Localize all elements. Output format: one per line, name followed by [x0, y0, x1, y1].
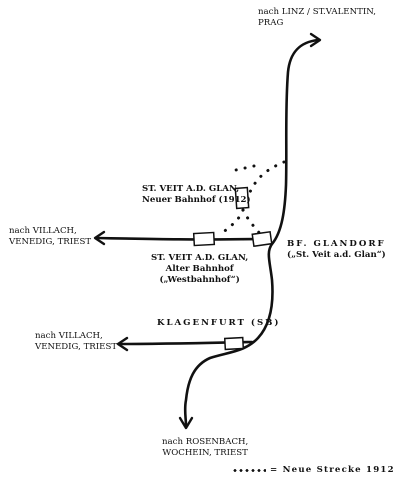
station-klagenfurt-label: KLAGENFURT (SB) — [157, 318, 281, 328]
legend-dotted-line-icon — [232, 468, 266, 472]
destination-north-label: nach LINZ / ST.VALENTIN, PRAG — [258, 7, 376, 28]
upper-west-line — [95, 236, 262, 241]
new-line-1912-toward-neuer-bahnhof — [220, 208, 245, 235]
station-glandorf-label: BF. GLANDORF („St. Veit a.d. Glan“) — [287, 239, 386, 260]
north-arrow — [309, 32, 322, 48]
destination-south-label: nach ROSENBACH, WOCHEIN, TRIEST — [162, 437, 249, 458]
station-st-veit-neu-marker — [234, 186, 250, 210]
destination-west-lower-label: nach VILLACH, VENEDIG, TRIEST — [35, 331, 118, 352]
lower-west-arrow — [116, 336, 129, 352]
destination-west-upper-label: nach VILLACH, VENEDIG, TRIEST — [9, 226, 92, 247]
upper-west-arrow — [93, 230, 106, 246]
main-line-north-south — [183, 38, 320, 428]
new-line-1912-to-glandorf — [241, 208, 264, 238]
station-st-veit-alt-label: ST. VEIT A.D. GLAN, Alter Bahnhof („West… — [151, 253, 249, 285]
south-arrow — [178, 416, 194, 430]
legend-text: = Neue Strecke 1912 — [270, 465, 395, 475]
station-st-veit-neu-label: ST. VEIT A.D. GLAN, Neuer Bahnhof (1912) — [142, 184, 251, 205]
station-klagenfurt-marker — [223, 336, 245, 351]
station-st-veit-alt-marker — [192, 231, 216, 247]
station-glandorf-marker — [251, 230, 273, 248]
map-legend: = Neue Strecke 1912 — [232, 465, 395, 475]
new-line-1912-north-stub — [234, 164, 256, 172]
